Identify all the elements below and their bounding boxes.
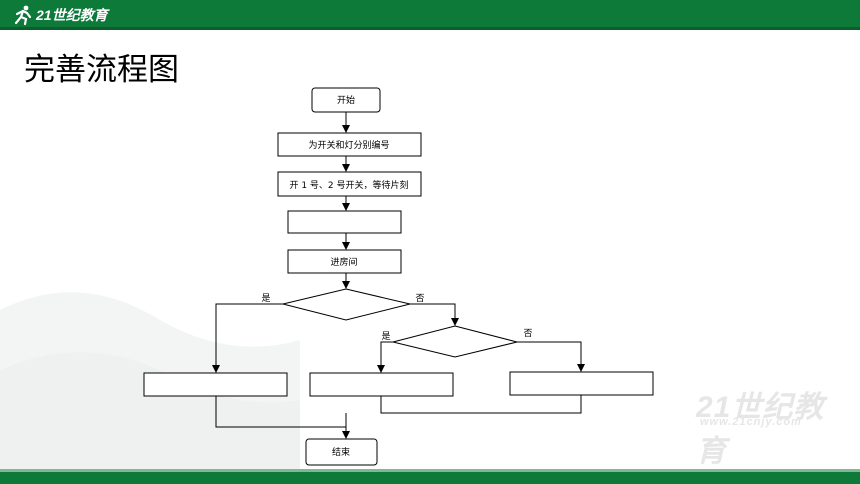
bottom-banner-accent — [0, 469, 860, 472]
result-middle-box — [309, 372, 454, 397]
watermark: 21世纪教育 www.21cnjy.com — [660, 382, 840, 468]
result-left-box — [143, 372, 288, 397]
watermark-url: www.21cnjy.com — [700, 416, 802, 428]
arrow-decision2-yes — [377, 341, 393, 373]
page-title: 完善流程图 — [24, 52, 179, 88]
arrow-decision1-yes — [212, 303, 283, 373]
brand-name: 21世纪教育 — [36, 7, 108, 23]
arrow-decision2-no — [517, 341, 585, 372]
merge-middle-right — [380, 395, 582, 414]
arrow-decision1-no — [410, 303, 459, 326]
step-blank-box — [287, 210, 402, 234]
end-terminal — [305, 438, 378, 466]
decision-1-diamond — [282, 288, 411, 321]
decision2-no-label: 否 — [523, 328, 532, 339]
step2-label: 开 1 号、2 号开关，等待片刻 — [289, 179, 408, 191]
step4-label: 进房间 — [330, 256, 357, 268]
decision2-yes-label: 是 — [381, 331, 390, 342]
step-enter-room-box — [287, 249, 402, 274]
start-label: 开始 — [337, 94, 355, 106]
decision-2-diamond — [392, 325, 518, 358]
bottom-banner — [0, 469, 860, 484]
banner-stripe — [0, 27, 860, 30]
decision1-yes-label: 是 — [261, 293, 270, 304]
watermark-brand: 21世纪教育 — [696, 391, 825, 468]
result-right-box — [509, 371, 654, 396]
step-number-switches-box — [277, 132, 422, 157]
step-turn-on-switches-box — [277, 171, 422, 197]
decision1-no-label: 否 — [415, 293, 424, 304]
merge-left — [215, 396, 346, 428]
step1-label: 为开关和灯分别编号 — [308, 139, 389, 151]
end-label: 结束 — [332, 446, 350, 458]
top-banner: 21世纪教育 — [0, 0, 860, 30]
brand-logo: 21世纪教育 — [12, 4, 108, 26]
runner-logo-icon — [14, 5, 32, 26]
